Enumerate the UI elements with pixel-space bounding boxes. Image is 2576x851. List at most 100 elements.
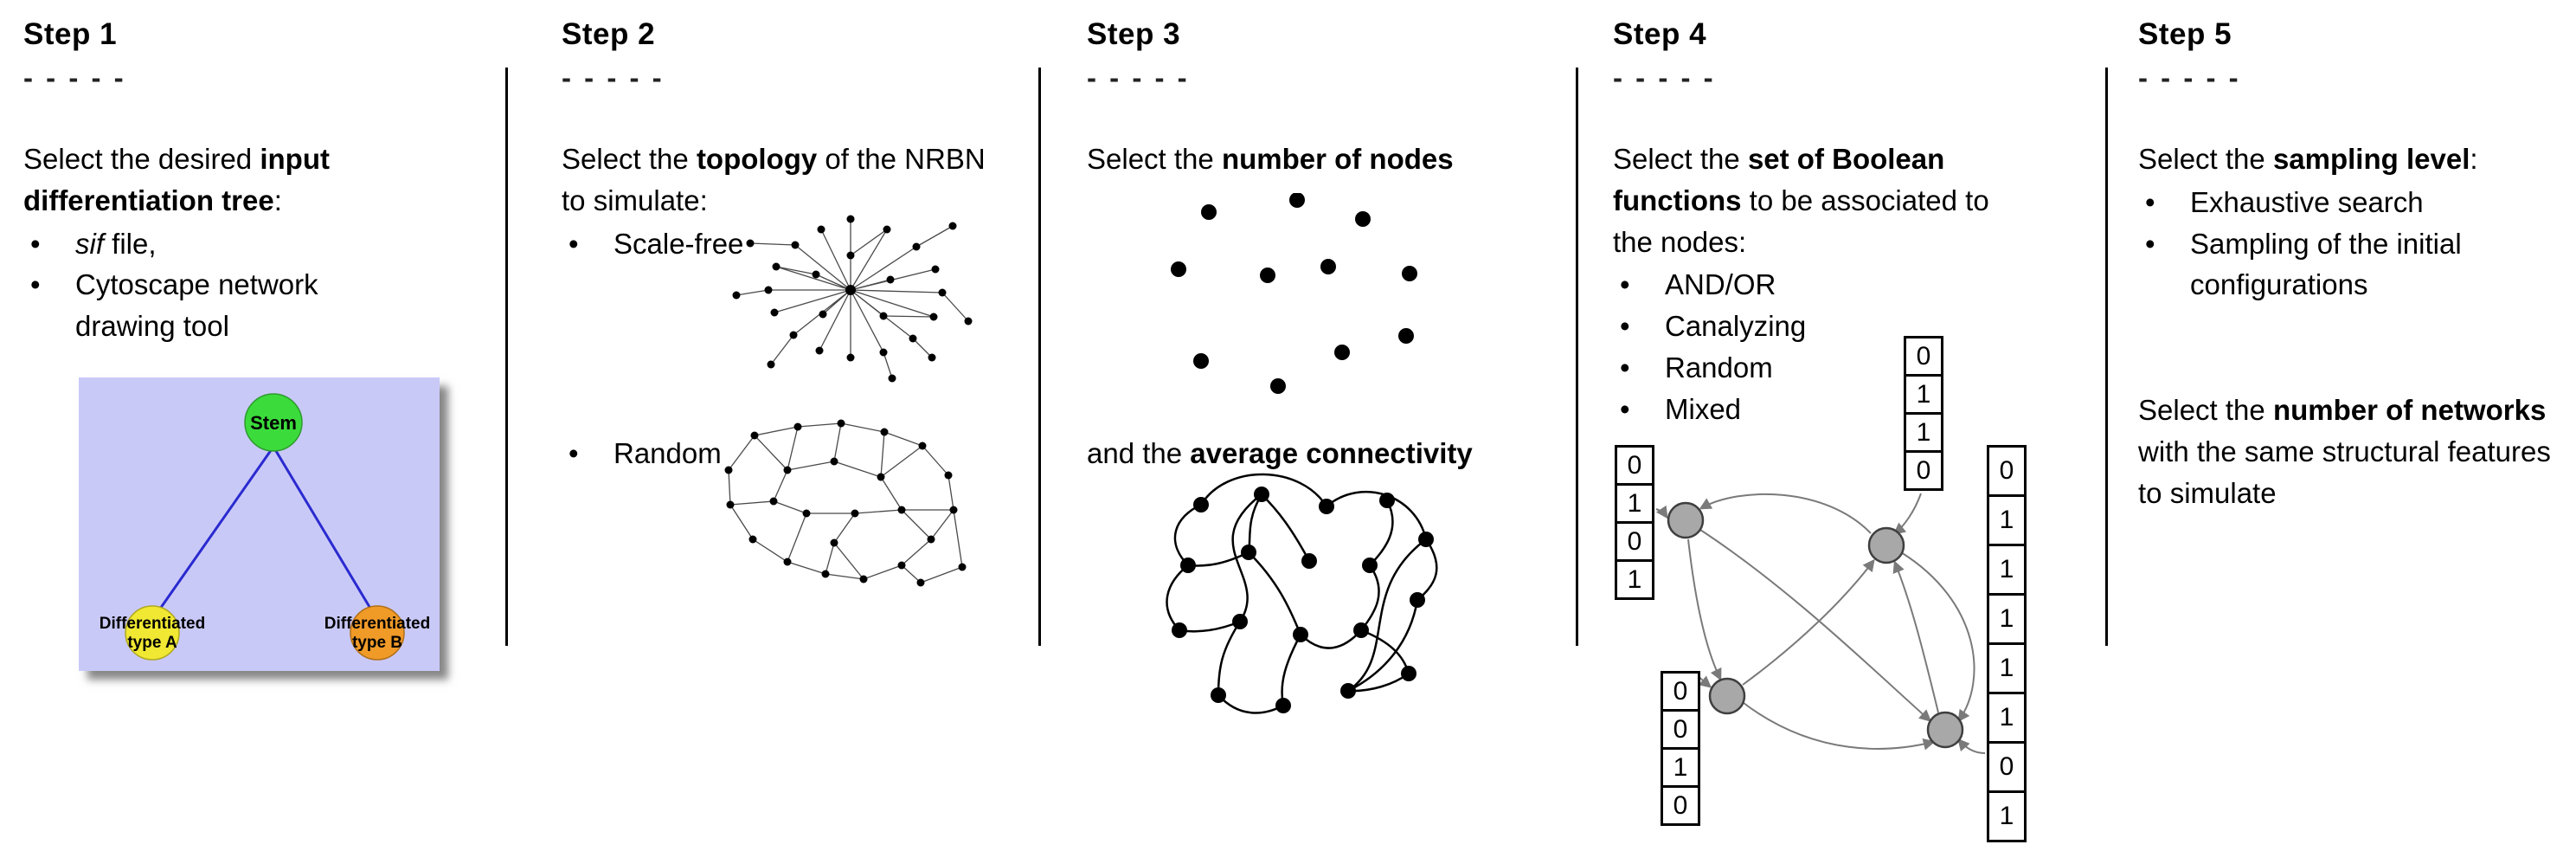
bullet-canalyzing: •Canalyzing <box>1613 306 2097 347</box>
scattered-nodes <box>1171 193 1417 394</box>
step-5-networks-instruction: Select the number of networks with the s… <box>2138 394 2551 509</box>
bullet-random-functions: •Random <box>1613 347 2097 389</box>
differentiated-type-a-node <box>125 605 180 661</box>
step-5-dashed-rule: - - - - - <box>2138 61 2241 94</box>
tree-edge-left <box>151 446 275 621</box>
truth-table-cell: 0 <box>1987 445 2027 497</box>
bullet-marker: • <box>1620 310 1630 343</box>
truth-table-cell: 0 <box>1661 709 1700 750</box>
step-1-title: Step 1 <box>23 17 118 51</box>
truth-table-cell: 1 <box>1987 593 2027 645</box>
tangled-network-illustration <box>1166 473 1438 714</box>
bullet-marker: • <box>2145 185 2155 218</box>
step-3-instruction-connectivity: and the average connectivity <box>1087 437 1473 469</box>
differentiation-tree-image: Stem Differentiated type A Differentiate… <box>79 377 440 671</box>
step-3-instruction-nodes: Select the number of nodes <box>1087 142 1454 175</box>
step-2-instruction: Select the topology of the NRBN to simul… <box>562 142 986 216</box>
bullet-random: • Random <box>562 433 722 474</box>
bullet-cytoscape: • Cytoscape network drawing tool <box>23 264 413 347</box>
truth-table-cell: 0 <box>1615 521 1654 562</box>
step-5-instruction: Select the sampling level: <box>2138 142 2478 175</box>
bullet-mixed: •Mixed <box>1613 389 2097 430</box>
truth-table-cell: 0 <box>1615 445 1654 486</box>
random-network-illustration <box>724 419 967 587</box>
tangled-network-nodes <box>1172 487 1434 713</box>
bullet-marker: • <box>30 268 41 301</box>
step-2-title: Step 2 <box>562 17 656 51</box>
bullet-marker: • <box>1620 268 1630 301</box>
step-4-instruction: Select the set of Boolean functions to b… <box>1613 142 1989 258</box>
type-b-label-line1: Differentiated <box>324 615 430 633</box>
bullet-and-or: •AND/OR <box>1613 264 2097 306</box>
type-a-label-line1: Differentiated <box>100 615 205 633</box>
truth-table-cell: 1 <box>1661 747 1700 788</box>
bullet-scale-free: • Scale-free <box>562 223 986 265</box>
step-5-options: •Exhaustive search •Sampling of the init… <box>2138 182 2571 306</box>
bullet-marker: • <box>569 227 579 260</box>
step-2-option-random: • Random <box>562 433 722 474</box>
column-separator-1 <box>505 68 508 646</box>
truth-table-cell: 0 <box>1987 741 2027 793</box>
truth-table-cell: 1 <box>1987 494 2027 546</box>
step-1-options: • sif file, • Cytoscape network drawing … <box>23 223 413 348</box>
scattered-nodes-illustration <box>1171 193 1417 394</box>
gene-node <box>1708 677 1746 715</box>
gene-node <box>1867 526 1905 564</box>
differentiated-type-b-node <box>350 605 405 661</box>
regulation-arrows <box>1655 493 1986 754</box>
truth-table-cell: 1 <box>1987 642 2027 694</box>
bullet-marker: • <box>1620 351 1630 384</box>
tangled-network-edges <box>1166 473 1438 714</box>
bullet-sif-file: • sif file, <box>23 223 413 265</box>
bullet-marker: • <box>30 227 41 260</box>
bullet-marker: • <box>569 437 579 469</box>
bullet-marker: • <box>2145 227 2155 260</box>
truth-table-cell: 1 <box>1987 692 2027 744</box>
truth-table-right: 0 1 1 1 1 1 0 1 <box>1987 445 2027 842</box>
step-3-dashed-rule: - - - - - <box>1087 61 1190 94</box>
step-2-dashed-rule: - - - - - <box>562 61 665 94</box>
column-separator-3 <box>1576 68 1578 646</box>
truth-table-cell: 1 <box>1904 412 1943 453</box>
type-b-label-line2: type B <box>352 634 402 652</box>
scale-free-network-illustration <box>732 215 973 383</box>
step-1-instruction: Select the desired input differentiation… <box>23 142 330 216</box>
truth-table-cell: 1 <box>1987 790 2027 842</box>
truth-table-top: 0 1 1 0 <box>1904 336 1943 491</box>
step-5-column: Step 5 - - - - - Select the sampling lev… <box>2138 17 2571 509</box>
step-4-title: Step 4 <box>1613 17 1707 51</box>
step-3-column: Step 3 - - - - - Select the number of no… <box>1087 17 1641 714</box>
column-separator-4 <box>2105 68 2108 646</box>
boolean-network-illustration <box>1655 493 1986 754</box>
tree-edge-right <box>272 446 379 621</box>
step-4-column: Step 4 - - - - - Select the set of Boole… <box>1613 17 2097 842</box>
differentiation-tree-svg: Stem Differentiated type A Differentiate… <box>79 377 440 671</box>
random-network-nodes <box>724 419 967 587</box>
gene-node <box>1667 501 1705 539</box>
bullet-sampling-initial-configurations: •Sampling of the initial configurations <box>2138 223 2571 306</box>
step-5-title: Step 5 <box>2138 17 2232 51</box>
step-4-options: •AND/OR •Canalyzing •Random •Mixed <box>1613 264 2097 429</box>
truth-table-cell: 1 <box>1615 483 1654 524</box>
random-network-edges <box>728 422 963 583</box>
truth-table-cell: 1 <box>1904 374 1943 415</box>
step-4-dashed-rule: - - - - - <box>1613 61 1716 94</box>
scale-free-nodes <box>732 215 973 383</box>
truth-table-left: 0 1 0 1 <box>1615 445 1654 600</box>
truth-table-cell: 0 <box>1661 671 1700 712</box>
boolean-network-nodes <box>1667 501 1964 749</box>
truth-table-cell: 0 <box>1904 336 1943 377</box>
truth-table-cell: 1 <box>1615 559 1654 600</box>
column-separator-2 <box>1038 68 1041 646</box>
step-1-column: Step 1 - - - - - Select the desired inpu… <box>23 17 440 671</box>
truth-table-cell: 1 <box>1987 544 2027 596</box>
step-2-option-scale-free: • Scale-free <box>562 223 986 265</box>
stem-node <box>244 393 303 452</box>
truth-table-bottom-left: 0 0 1 0 <box>1661 671 1700 826</box>
truth-table-cell: 0 <box>1904 450 1943 491</box>
stem-label: Stem <box>250 412 297 434</box>
bullet-marker: • <box>1620 392 1630 425</box>
step-3-title: Step 3 <box>1087 17 1181 51</box>
gene-node <box>1926 711 1964 749</box>
